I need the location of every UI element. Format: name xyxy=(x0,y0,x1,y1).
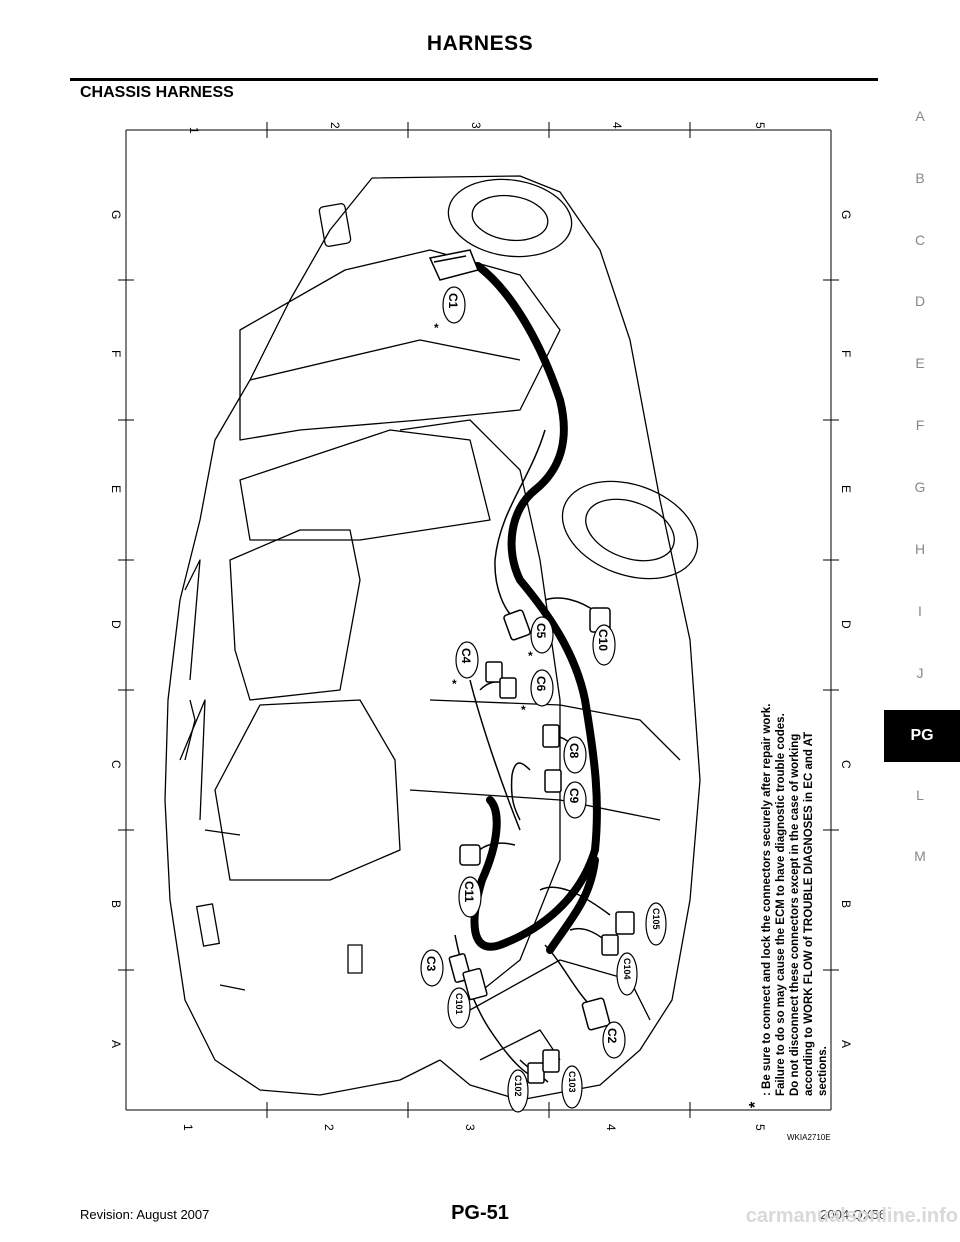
connector-c1-label: C1 xyxy=(446,293,460,309)
index-tab-pg[interactable]: PG xyxy=(884,710,960,762)
grid-number-1-top: 1 xyxy=(187,127,201,134)
index-letter-e[interactable]: E xyxy=(915,355,925,371)
index-letter-c[interactable]: C xyxy=(914,232,926,248)
section-title: CHASSIS HARNESS xyxy=(80,84,234,101)
connector-c5-label: C5 xyxy=(534,623,548,639)
grid-number-2-top: 2 xyxy=(328,122,342,129)
index-letter-m[interactable]: M xyxy=(914,848,926,864)
asterisk-c6: * xyxy=(521,703,526,717)
connector-c104-label: C104 xyxy=(622,958,632,980)
asterisk-marks: * * * * xyxy=(434,321,533,717)
connector-blocks xyxy=(428,249,635,1084)
grid-letter-a-right: A xyxy=(839,1040,853,1048)
grid-number-1-bottom: 1 xyxy=(181,1124,195,1131)
connector-c105-label: C105 xyxy=(651,908,661,930)
note-line-5: sections. xyxy=(817,1046,829,1096)
connector-c4-label: C4 xyxy=(459,648,473,664)
grid-letter-d-left: D xyxy=(109,620,123,629)
connector-c11-label: C11 xyxy=(462,881,476,903)
connector-c10-label: C10 xyxy=(596,629,610,651)
index-letter-h[interactable]: H xyxy=(914,541,926,557)
connector-c8-label: C8 xyxy=(567,743,581,759)
grid-letters-left: G F E D C B A xyxy=(109,210,123,1048)
index-letter-a[interactable]: A xyxy=(915,108,925,124)
grid-letter-b-right: B xyxy=(839,900,853,908)
page-title: HARNESS xyxy=(426,32,534,55)
connector-labels xyxy=(420,286,667,1113)
note-line-1: : Be sure to connect and lock the connec… xyxy=(761,704,773,1096)
grid-letter-e-right: E xyxy=(839,485,853,493)
connector-c2-label: C2 xyxy=(605,1028,619,1044)
header-rule xyxy=(70,78,878,81)
index-letter-j[interactable]: J xyxy=(916,665,924,681)
note-asterisk: * xyxy=(747,1101,764,1108)
grid-letter-c-right: C xyxy=(839,760,853,769)
grid-number-3-bottom: 3 xyxy=(463,1124,477,1131)
note-line-2: Failure to do so may cause the ECM to ha… xyxy=(775,713,787,1096)
grid-number-4-top: 4 xyxy=(610,122,624,129)
asterisk-c5: * xyxy=(528,649,533,663)
index-letter-b[interactable]: B xyxy=(915,170,925,186)
grid-letter-g-right: G xyxy=(839,210,853,219)
note-line-3: Do not disconnect these connectors excep… xyxy=(789,734,801,1096)
figure-id: WKIA2710E xyxy=(787,1133,831,1142)
grid-letter-d-right: D xyxy=(839,620,853,629)
grid-letter-f-right: F xyxy=(839,350,853,357)
grid-number-5-bottom: 5 xyxy=(753,1124,767,1131)
index-letter-d[interactable]: D xyxy=(914,293,926,309)
index-letter-i[interactable]: I xyxy=(918,603,922,619)
footer-model: 2004 QX56 xyxy=(820,1207,886,1222)
grid-number-5-top: 5 xyxy=(753,122,767,129)
asterisk-c1: * xyxy=(434,321,439,335)
connector-c3-label: C3 xyxy=(424,956,438,972)
connector-c102-label: C102 xyxy=(513,1075,523,1097)
footer-page-number: PG-51 xyxy=(451,1202,509,1224)
main-harness xyxy=(470,262,601,954)
grid-numbers-top: 1 2 3 4 5 xyxy=(187,122,767,134)
grid-number-4-bottom: 4 xyxy=(604,1124,618,1131)
index-letter-l[interactable]: L xyxy=(916,787,924,803)
index-letter-f[interactable]: F xyxy=(915,417,925,433)
grid-letter-a-left: A xyxy=(109,1040,123,1048)
grid-number-2-bottom: 2 xyxy=(322,1124,336,1131)
section-index: A B C D E F G H I J PG L M xyxy=(880,0,960,1242)
connector-small-label-texts: C101 C105 C104 C102 C103 xyxy=(454,908,661,1097)
grid-letter-g-left: G xyxy=(109,210,123,219)
asterisk-c4: * xyxy=(452,677,457,691)
watermark-logo: carmanualsonline.info xyxy=(745,1205,958,1227)
index-letter-g[interactable]: G xyxy=(914,479,926,495)
connector-c6-label: C6 xyxy=(534,676,548,692)
note-line-4: according to WORK FLOW of TROUBLE DIAGNO… xyxy=(803,732,815,1096)
grid-numbers-bottom: 1 2 3 4 5 xyxy=(181,1124,767,1131)
vehicle-outline xyxy=(164,175,701,1101)
grid-letter-e-left: E xyxy=(109,485,123,493)
connector-c103-label: C103 xyxy=(567,1071,577,1093)
grid-number-3-top: 3 xyxy=(469,122,483,129)
connector-c9-label: C9 xyxy=(567,788,581,804)
note-block: * : Be sure to connect and lock the conn… xyxy=(747,704,829,1108)
grid-letter-b-left: B xyxy=(109,900,123,908)
connector-c101-label: C101 xyxy=(454,993,464,1015)
grid-frame xyxy=(118,122,839,1118)
connector-label-texts: C1 C4 C5 C6 C10 C8 C9 C11 C3 C2 xyxy=(424,293,619,1044)
grid-letter-c-left: C xyxy=(109,760,123,769)
grid-letter-f-left: F xyxy=(109,350,123,357)
footer-revision: Revision: August 2007 xyxy=(80,1207,210,1222)
grid-letters-right: G F E D C B A xyxy=(839,210,853,1048)
